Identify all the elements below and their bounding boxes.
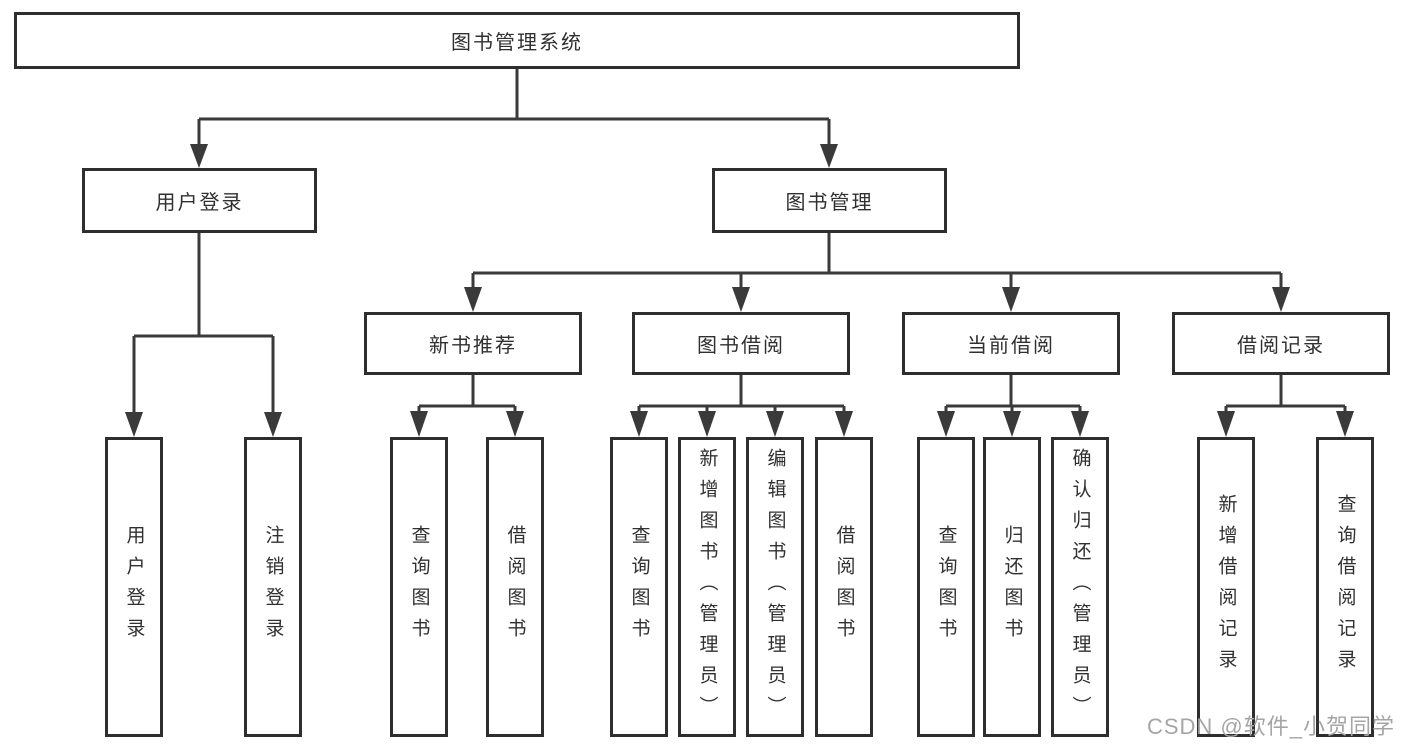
- node-book-management: 图书管理: [712, 168, 947, 233]
- leaf-records-query-record: 查询借阅记录: [1316, 437, 1374, 737]
- leaf-borrow-query-books: 查询图书: [610, 437, 668, 737]
- connector-paths: [132, 69, 1347, 414]
- arrowhead-icon: [264, 412, 282, 437]
- node-book-borrowing: 图书借阅: [632, 312, 850, 375]
- arrowhead-icon: [1336, 411, 1354, 437]
- leaf-logout: 注销登录: [244, 437, 302, 737]
- leaf-borrow-edit-books-admin: 编辑图书（管理员）: [746, 437, 804, 737]
- node-current-borrowing: 当前借阅: [902, 312, 1120, 375]
- leaf-current-query-books: 查询图书: [917, 437, 975, 737]
- wire-bookborrow-to-leaves: [637, 375, 846, 414]
- wire-records-to-leaves: [1224, 375, 1347, 414]
- leaf-current-return-books: 归还图书: [983, 437, 1041, 737]
- node-root-library-system: 图书管理系统: [14, 12, 1020, 69]
- leaf-records-add-record: 新增借阅记录: [1197, 437, 1255, 737]
- leaf-recommend-query-books: 查询图书: [390, 437, 448, 737]
- leaf-borrow-borrow-books: 借阅图书: [815, 437, 873, 737]
- wire-newbook-to-leaves: [417, 375, 517, 414]
- arrowhead-icon: [1003, 411, 1021, 437]
- node-borrowing-records: 借阅记录: [1172, 312, 1390, 375]
- arrowhead-icon: [410, 411, 428, 437]
- arrowhead-icon: [190, 144, 208, 168]
- arrowhead-icon: [630, 411, 648, 437]
- arrowhead-icon: [464, 287, 482, 312]
- leaf-borrow-add-books-admin: 新增图书（管理员）: [678, 437, 736, 737]
- arrowhead-icon: [1002, 287, 1020, 312]
- arrowhead-icon: [766, 411, 784, 437]
- arrowhead-icon: [937, 411, 955, 437]
- node-user-login: 用户登录: [82, 168, 317, 233]
- leaf-user-login: 用户登录: [105, 437, 163, 737]
- arrowhead-icon: [1217, 411, 1235, 437]
- arrowhead-icon: [820, 144, 838, 168]
- arrowhead-icon: [835, 411, 853, 437]
- wire-root-to-level2: [197, 69, 831, 146]
- wire-userlogin-to-leaves: [132, 233, 275, 414]
- arrowhead-icon: [698, 411, 716, 437]
- node-new-book-recommendation: 新书推荐: [364, 312, 582, 375]
- arrowhead-icon: [1272, 287, 1290, 312]
- wire-bookmgmt-to-level3: [471, 233, 1283, 289]
- arrowhead-icon: [1071, 411, 1089, 437]
- arrowhead-icon: [506, 411, 524, 437]
- csdn-watermark: CSDN @软件_小贺同学: [1146, 714, 1395, 739]
- arrowhead-icon: [125, 412, 143, 437]
- leaf-current-confirm-return-admin: 确认归还（管理员）: [1051, 437, 1109, 737]
- arrowheads: [125, 144, 1354, 437]
- arrowhead-icon: [732, 287, 750, 312]
- wire-currentborrow-to-leaves: [944, 375, 1082, 414]
- leaf-recommend-borrow-books: 借阅图书: [486, 437, 544, 737]
